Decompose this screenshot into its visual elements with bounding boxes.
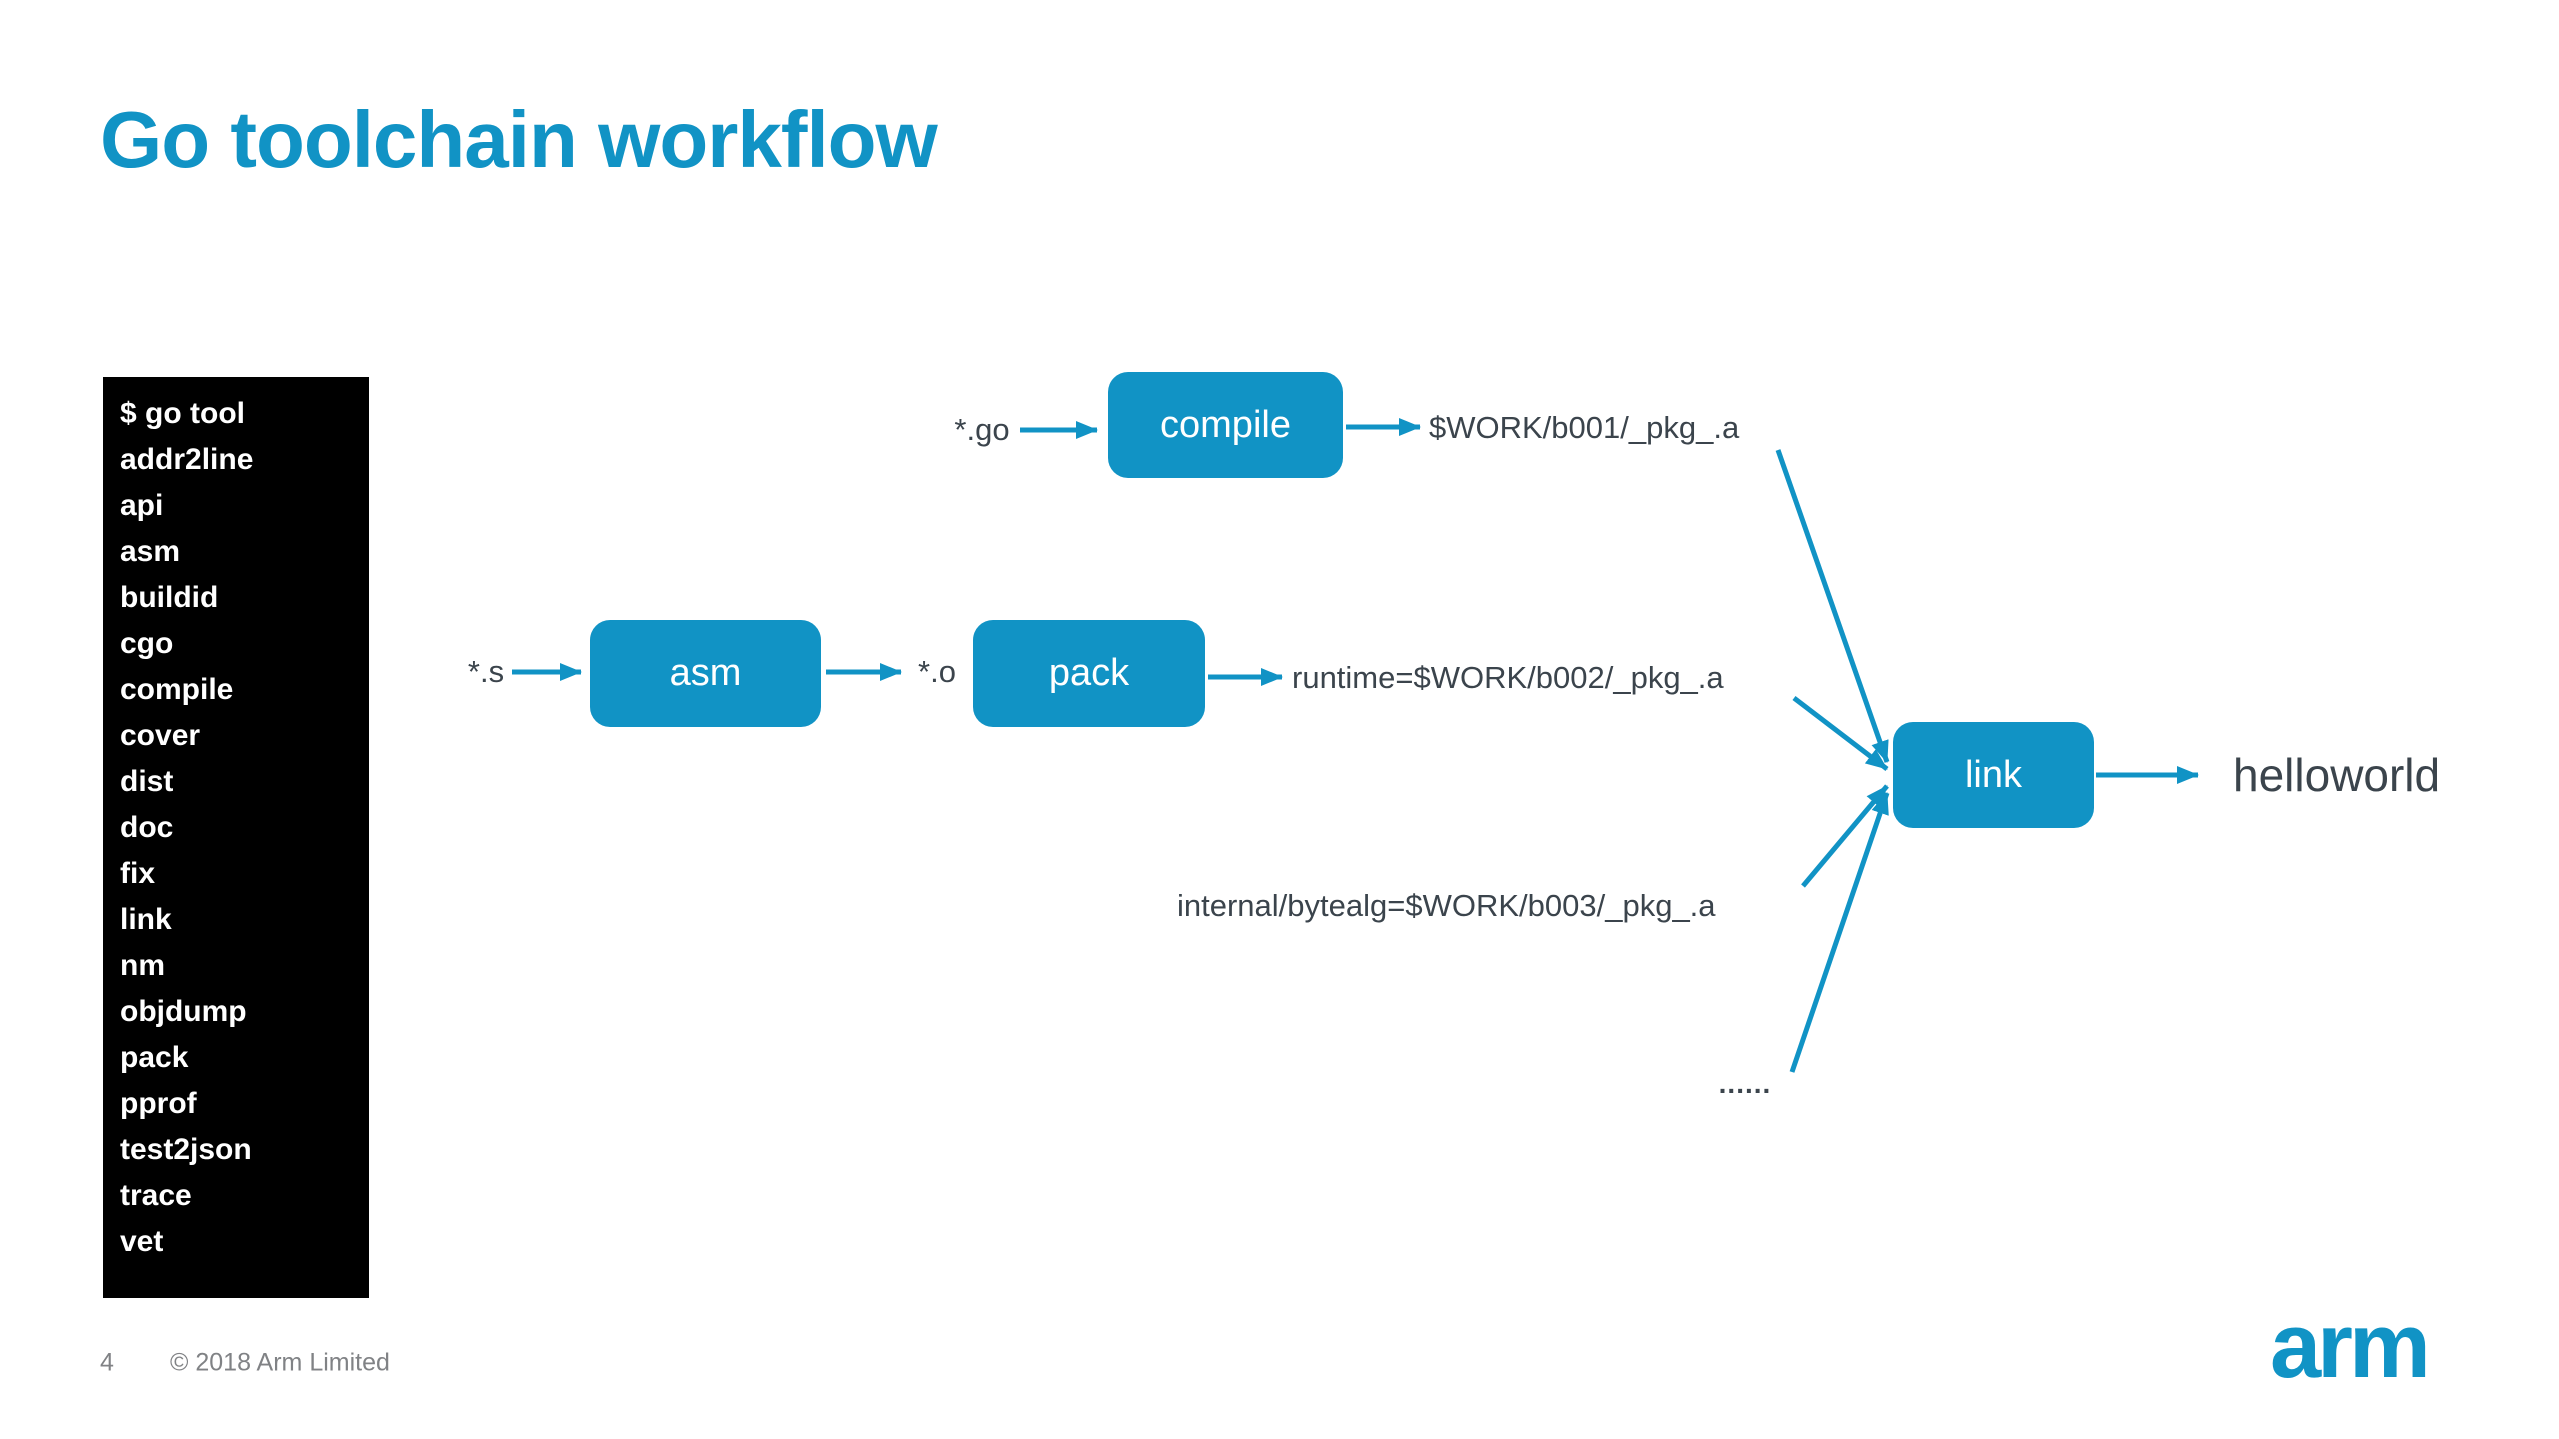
terminal-line: pack	[120, 1041, 189, 1074]
terminal-line: api	[120, 489, 164, 522]
node-asm: asm	[590, 620, 821, 727]
node-pack: pack	[973, 620, 1205, 727]
arm-logo: arm	[2270, 1295, 2431, 1397]
label-more-inputs: ......	[1718, 1068, 1772, 1099]
terminal-line: vet	[120, 1225, 164, 1258]
label-object-files: *.o	[918, 654, 956, 689]
terminal-line: fix	[120, 857, 156, 890]
label-go-sources: *.go	[954, 412, 1010, 447]
label-final-output: helloworld	[2233, 749, 2441, 801]
slide-title: Go toolchain workflow	[100, 95, 938, 184]
page-number: 4	[100, 1348, 114, 1377]
label-asm-sources: *.s	[467, 654, 505, 689]
terminal-line: nm	[120, 949, 165, 982]
terminal-line: asm	[120, 535, 181, 568]
arrow-b001-to-link	[1775, 449, 1890, 763]
arrow-more-to-link	[1789, 792, 1890, 1073]
label-bytealg-archive: internal/bytealg=$WORK/b003/_pkg_.a	[1177, 888, 1716, 923]
terminal-line: objdump	[120, 995, 247, 1028]
node-compile: compile	[1108, 372, 1343, 478]
copyright-text: © 2018 Arm Limited	[170, 1348, 390, 1377]
terminal-line: cover	[120, 719, 201, 752]
terminal-line: trace	[120, 1179, 192, 1212]
arrow-b002-to-link	[1792, 696, 1889, 771]
terminal-line: test2json	[120, 1133, 252, 1166]
go-tool-terminal-panel: $ go tool addr2line api asm buildid cgo …	[103, 377, 369, 1298]
terminal-line: compile	[120, 673, 234, 706]
terminal-line: buildid	[120, 581, 219, 614]
terminal-line-prompt: $ go tool	[120, 397, 245, 430]
label-runtime-archive: runtime=$WORK/b002/_pkg_.a	[1292, 660, 1724, 695]
terminal-line: addr2line	[120, 443, 254, 476]
node-link: link	[1893, 722, 2094, 828]
terminal-line: cgo	[120, 627, 174, 660]
terminal-line: dist	[120, 765, 174, 798]
terminal-line: link	[120, 903, 172, 936]
label-compile-output: $WORK/b001/_pkg_.a	[1429, 410, 1740, 445]
terminal-line: pprof	[120, 1087, 197, 1120]
terminal-line: doc	[120, 811, 174, 844]
